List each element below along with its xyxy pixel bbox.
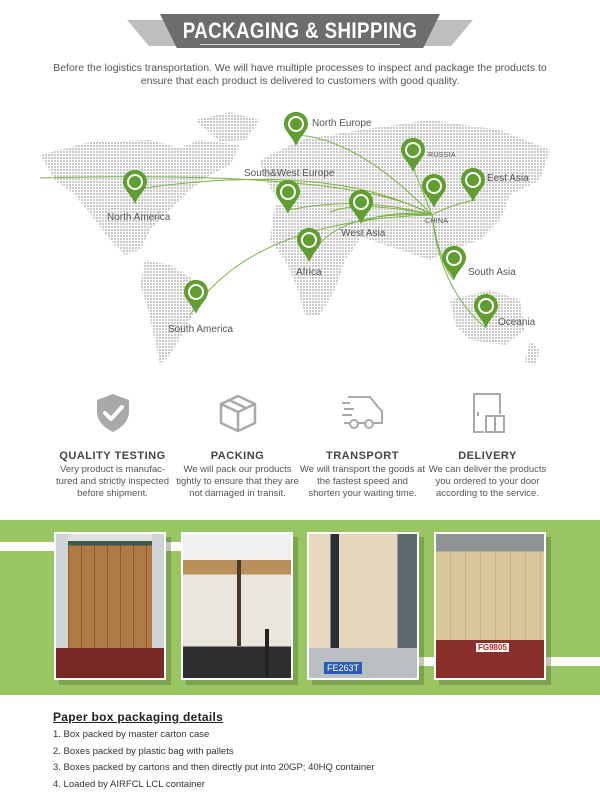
box-icon: [175, 388, 300, 438]
region-label: West Asia: [341, 228, 386, 239]
feature-delivery: DELIVERY We can deliver the products you…: [425, 388, 550, 500]
decor-stripe: [410, 657, 440, 666]
packing-photo: FE263T: [307, 532, 419, 680]
region-label: Oceania: [498, 317, 536, 328]
region-label: South&West Europe: [244, 168, 335, 179]
page-title: PACKAGING & SHIPPING: [182, 18, 418, 43]
truck-icon: [300, 388, 425, 438]
feature-desc: We can deliver the products you ordered …: [428, 464, 547, 499]
list-item: 2. Boxes packed by plastic bag with pall…: [53, 745, 234, 757]
license-plate: FG9805: [476, 643, 509, 652]
section-banner: PACKAGING & SHIPPING: [127, 14, 473, 48]
region-label: CHINA: [425, 218, 449, 225]
feature-title: DELIVERY: [458, 450, 517, 462]
packaging-details: Paper box packaging details 1. Box packe…: [53, 710, 375, 793]
world-map-graphic: [39, 112, 550, 365]
list-item: 1. Box packed by master carton case: [53, 729, 210, 740]
feature-quality-testing: QUALITY TESTING Very product is manufac-…: [50, 388, 175, 500]
feature-desc: We will transport the goods at the faste…: [300, 464, 425, 499]
feature-packing: PACKING We will pack our products tightl…: [175, 388, 300, 500]
region-label: Africa: [296, 267, 322, 278]
intro-text: Before the logistics transportation. We …: [53, 62, 547, 87]
decor-stripe: [160, 542, 190, 551]
feature-title: PACKING: [210, 450, 265, 462]
feature-transport: TRANSPORT We will transport the goods at…: [300, 388, 425, 500]
list-item: 3. Boxes packed by cartons and then dire…: [53, 762, 375, 773]
details-title: Paper box packaging details: [53, 710, 224, 724]
banner-body: PACKAGING & SHIPPING: [160, 14, 440, 48]
region-label: RUSSIA: [428, 152, 456, 159]
truck-rear: [56, 648, 164, 678]
packing-photo: [181, 532, 293, 680]
world-map: North Europe RUSSIA South&West Europe Ee…: [30, 100, 570, 380]
region-label: North America: [107, 212, 171, 223]
list-item: 4. Loaded by AIRFCL LCL container: [53, 778, 205, 790]
decor-stripe: [540, 657, 600, 666]
container-door: [152, 534, 164, 648]
features-row: QUALITY TESTING Very product is manufac-…: [50, 388, 550, 500]
banner-underline: [200, 44, 400, 45]
region-label: South Asia: [468, 267, 516, 278]
shield-check-icon: [50, 388, 175, 438]
feature-desc: Very product is manufac-tured and strict…: [55, 464, 169, 499]
region-label: North Europe: [312, 118, 372, 129]
feature-title: TRANSPORT: [326, 450, 399, 462]
pallet-gap: [237, 559, 241, 647]
region-label: South America: [168, 324, 234, 335]
pallet-jack: [265, 629, 269, 678]
door-package-icon: [425, 388, 550, 438]
details-list: 1. Box packed by master carton case 2. B…: [53, 727, 375, 793]
packing-photo: [54, 532, 166, 680]
decor-stripe: [0, 542, 60, 551]
license-plate: FE263T: [324, 662, 363, 674]
region-label: Eest Asia: [487, 173, 529, 184]
feature-desc: We will pack our products tightly to ens…: [176, 464, 299, 499]
feature-title: QUALITY TESTING: [59, 450, 166, 462]
packing-photo: FG9805: [434, 532, 546, 680]
container-door: [56, 534, 68, 648]
